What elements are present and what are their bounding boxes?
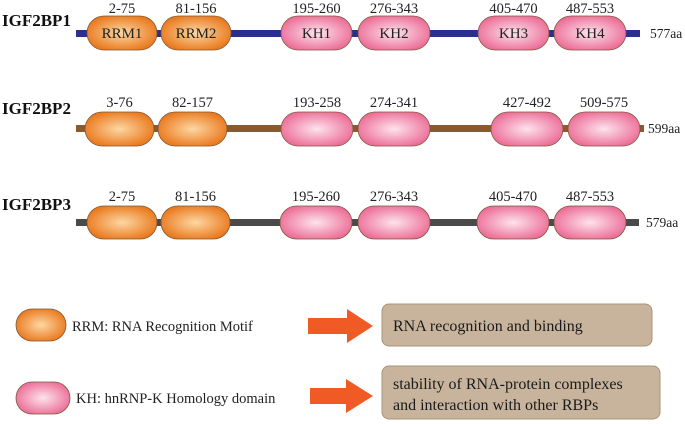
protein-length: 577aa [650, 26, 682, 41]
protein-row-igf2bp3: IGF2BP3 2-75 81-156 195-260 276-343 405-470 4… [2, 189, 678, 240]
domain-range-label: 82-157 [172, 95, 213, 111]
domain-shape [490, 111, 564, 147]
function-box [381, 365, 661, 420]
function-text-line: stability of RNA-protein complexes [393, 376, 623, 393]
domain-range-label: 427-492 [503, 95, 551, 111]
domain-range-label: 193-258 [293, 95, 341, 111]
domain-shape [84, 111, 155, 147]
protein-length: 579aa [646, 215, 678, 230]
domain-range-label: 405-470 [489, 189, 537, 205]
domain-kh: 405-470 [476, 189, 550, 240]
domain-shape [160, 205, 231, 240]
domain-shape [86, 15, 158, 51]
domain-shape [160, 15, 232, 51]
domain-range-label: 2-75 [109, 189, 136, 205]
domain-range-label: 274-341 [370, 95, 418, 111]
rrm-swatch [15, 308, 67, 342]
arrow-right-icon [308, 309, 373, 343]
domain-range-label: 3-76 [106, 95, 133, 111]
domain-kh: 195-260 [279, 189, 353, 240]
function-text-line: and interaction with other RBPs [393, 397, 598, 414]
domain-shape [357, 111, 431, 147]
protein-length: 599aa [648, 121, 680, 136]
domain-name-label: RRM2 [176, 26, 217, 42]
domain-name-label: KH2 [379, 26, 408, 42]
domain-range-label: 276-343 [370, 189, 418, 205]
protein-name: IGF2BP1 [2, 11, 71, 30]
domain-range-label: 195-260 [292, 1, 340, 17]
domain-shape [280, 15, 353, 51]
protein-row-igf2bp1: IGF2BP1 2-75RRM181-156RRM2195-260KH1276-… [2, 1, 682, 51]
protein-name: IGF2BP2 [2, 99, 71, 118]
domain-range-label: 81-156 [175, 189, 216, 205]
domain-name-label: RRM1 [102, 26, 143, 42]
domain-rrm: 82-157 [157, 95, 228, 147]
domain-range-label: 509-575 [580, 95, 628, 111]
kh-swatch [15, 381, 71, 415]
domain-shape [477, 15, 550, 51]
domain-shape [157, 111, 228, 147]
domain-name-label: KH3 [499, 26, 528, 42]
domain-shape [553, 15, 627, 51]
domain-shape [476, 205, 550, 240]
domain-rrm: 2-75 [86, 189, 158, 240]
domain-range-label: 405-470 [489, 1, 537, 17]
domain-kh: 509-575 [567, 95, 641, 147]
legend-kh: KH: hnRNP-K Homology domain stability of… [15, 365, 661, 420]
domain-kh: 487-553 [553, 189, 627, 240]
legend-label: KH: hnRNP-K Homology domain [76, 391, 276, 407]
domain-shape [280, 111, 354, 147]
domain-shape [86, 205, 158, 240]
domain-kh: 274-341 [357, 95, 431, 147]
function-text-line: RNA recognition and binding [393, 318, 583, 335]
legend-rrm: RRM: RNA Recognition Motif RNA recogniti… [15, 303, 653, 347]
domain-range-label: 487-553 [566, 1, 614, 17]
function-box [381, 303, 653, 347]
domain-shape [567, 111, 641, 147]
domain-kh: 427-492 [490, 95, 564, 147]
domain-rrm: 81-156 [160, 189, 231, 240]
arrow-right-icon [310, 379, 373, 413]
domain-shape [357, 15, 431, 51]
domain-shape [553, 205, 627, 240]
protein-name: IGF2BP3 [2, 195, 71, 214]
legend-label: RRM: RNA Recognition Motif [72, 319, 253, 335]
domain-range-label: 2-75 [109, 1, 136, 17]
domain-kh: 193-258 [280, 95, 354, 147]
domain-range-label: 276-343 [370, 1, 418, 17]
domain-name-label: KH4 [575, 26, 605, 42]
protein-backbone [76, 219, 639, 226]
domain-kh: 276-343 [357, 189, 431, 240]
domain-range-label: 487-553 [566, 189, 614, 205]
domain-range-label: 81-156 [175, 1, 216, 17]
domain-range-label: 195-260 [292, 189, 340, 205]
domain-name-label: KH1 [302, 26, 331, 42]
domain-shape [279, 205, 353, 240]
protein-row-igf2bp2: IGF2BP2 3-76 82-157 193-258 274-341 427-492 5… [2, 95, 680, 147]
domain-rrm: 3-76 [84, 95, 155, 147]
domain-shape [357, 205, 431, 240]
